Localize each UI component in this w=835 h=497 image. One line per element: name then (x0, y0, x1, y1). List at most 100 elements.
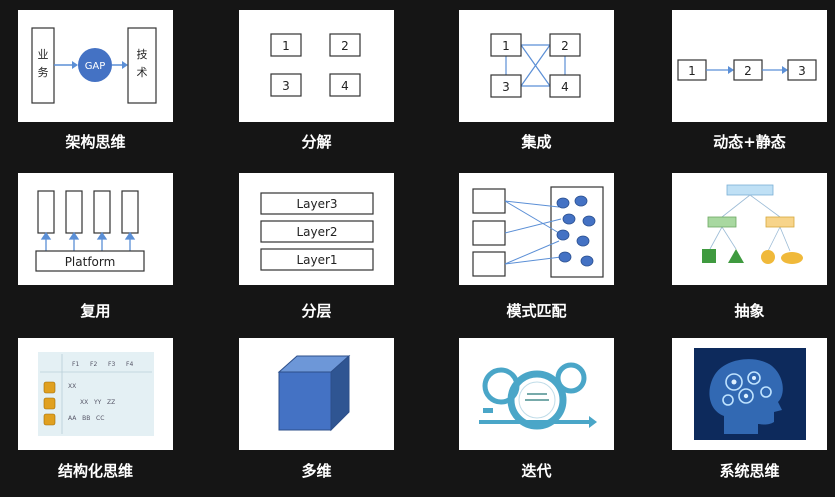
decomposition-svg: 1 2 3 4 (270, 33, 361, 97)
box-2-label: 2 (341, 39, 349, 53)
child-node (765, 216, 795, 228)
row-1-values: XX (68, 383, 76, 390)
cycle-text-line (527, 393, 547, 395)
caption-architecture-thinking: 架构思维 (65, 133, 126, 151)
reuse-svg: Platform (35, 190, 145, 272)
brain-gears-icon (694, 348, 806, 440)
abstraction-svg (702, 184, 803, 264)
component-box (65, 190, 83, 234)
technology-box (127, 27, 157, 104)
row-marker (43, 397, 56, 410)
layering-svg: Layer3 Layer2 Layer1 (260, 192, 374, 271)
caption-layering: 分层 (301, 302, 332, 320)
layering-diagram: Layer3 Layer2 Layer1 (239, 173, 394, 285)
architecture-thinking-diagram: 业 务 GAP 技 术 (18, 10, 173, 122)
row-2-values: XX YY ZZ (80, 399, 115, 406)
layer2-box (260, 220, 374, 243)
structured-thinking-svg: F1 F2 F3 F4 XX XX YY ZZ AA BB CC (38, 352, 154, 436)
header-f4: F4 (126, 361, 133, 368)
box-1 (270, 33, 302, 57)
caption-iteration: 迭代 (521, 462, 552, 480)
cube-icon (277, 354, 351, 432)
technology-label-2: 术 (137, 66, 148, 79)
decomposition-diagram: 1 2 3 4 (239, 10, 394, 122)
layer2-label: Layer2 (296, 225, 337, 239)
iteration-diagram (459, 338, 614, 450)
cube-front-face (278, 371, 332, 431)
row-marker (43, 413, 56, 426)
match-node (558, 251, 572, 263)
arrow-head (122, 61, 128, 69)
caption-pattern-matching: 模式匹配 (506, 302, 567, 320)
arrow-head (728, 66, 734, 74)
arrow-head (782, 66, 788, 74)
integration-diagram: 1 2 3 4 (459, 10, 614, 122)
caption-multidimensional: 多维 (301, 462, 332, 480)
match-node (576, 235, 590, 247)
box-3 (490, 74, 522, 98)
box-3-label: 3 (502, 80, 510, 94)
iteration-cycle-icon (479, 362, 597, 430)
square-shape (702, 249, 716, 263)
header-f1: F1 (72, 361, 79, 368)
caption-abstraction: 抽象 (734, 302, 765, 320)
integration-svg: 1 2 3 4 (490, 33, 581, 98)
box-1 (490, 33, 522, 57)
ellipse-shape (781, 252, 803, 264)
triangle-shape (728, 249, 744, 263)
caption-decomposition: 分解 (301, 133, 332, 151)
main-cycle (507, 370, 567, 430)
match-node (580, 255, 594, 267)
small-cycle-right (555, 362, 587, 394)
child-node (707, 216, 737, 228)
link-line (520, 44, 551, 87)
box-4 (549, 74, 581, 98)
box-3 (270, 73, 302, 97)
arrow-head (72, 61, 78, 69)
arrow-head (124, 231, 136, 240)
row-3-values: AA BB CC (68, 415, 104, 422)
arrow-head (96, 231, 108, 240)
caption-integration: 集成 (521, 133, 552, 151)
technology-label-1: 技 (137, 48, 148, 61)
tree-links (709, 194, 791, 252)
box-1-label: 1 (282, 39, 290, 53)
pattern-matching-svg (472, 186, 604, 278)
progress-arrow (479, 416, 597, 428)
abstraction-diagram (672, 173, 827, 285)
gear-icon (738, 388, 754, 404)
match-arrows (504, 200, 562, 265)
box-3-label: 3 (282, 79, 290, 93)
platform-box (35, 250, 145, 272)
gear-hub (731, 379, 737, 385)
root-node (726, 184, 774, 196)
caption-systems-thinking: 系统思维 (719, 462, 780, 480)
box-3-label: 3 (798, 64, 806, 78)
gear-icon (722, 394, 734, 406)
layer1-box (260, 248, 374, 271)
box-2 (329, 33, 361, 57)
layer1-label: Layer1 (296, 253, 337, 267)
pattern-box (472, 188, 506, 214)
match-node (556, 197, 570, 209)
pattern-box (472, 251, 506, 277)
dynamic-static-svg: 1 2 3 (677, 59, 817, 81)
box-4-label: 4 (341, 79, 349, 93)
box-1-label: 1 (688, 64, 696, 78)
arrow-head (40, 231, 52, 240)
gap-label: GAP (85, 61, 106, 72)
pattern-matching-diagram (459, 173, 614, 285)
component-box (93, 190, 111, 234)
box-2-label: 2 (744, 64, 752, 78)
table-background (38, 352, 154, 436)
layer3-label: Layer3 (296, 197, 337, 211)
dynamic-static-diagram: 1 2 3 (672, 10, 827, 122)
gear-icon (725, 373, 743, 391)
header-f2: F2 (90, 361, 97, 368)
gear-hub (743, 393, 749, 399)
circle-shape (761, 250, 775, 264)
caption-dynamic-static: 动态+静态 (713, 133, 786, 151)
box-2-label: 2 (561, 39, 569, 53)
box-2 (549, 33, 581, 57)
match-node (582, 215, 596, 227)
